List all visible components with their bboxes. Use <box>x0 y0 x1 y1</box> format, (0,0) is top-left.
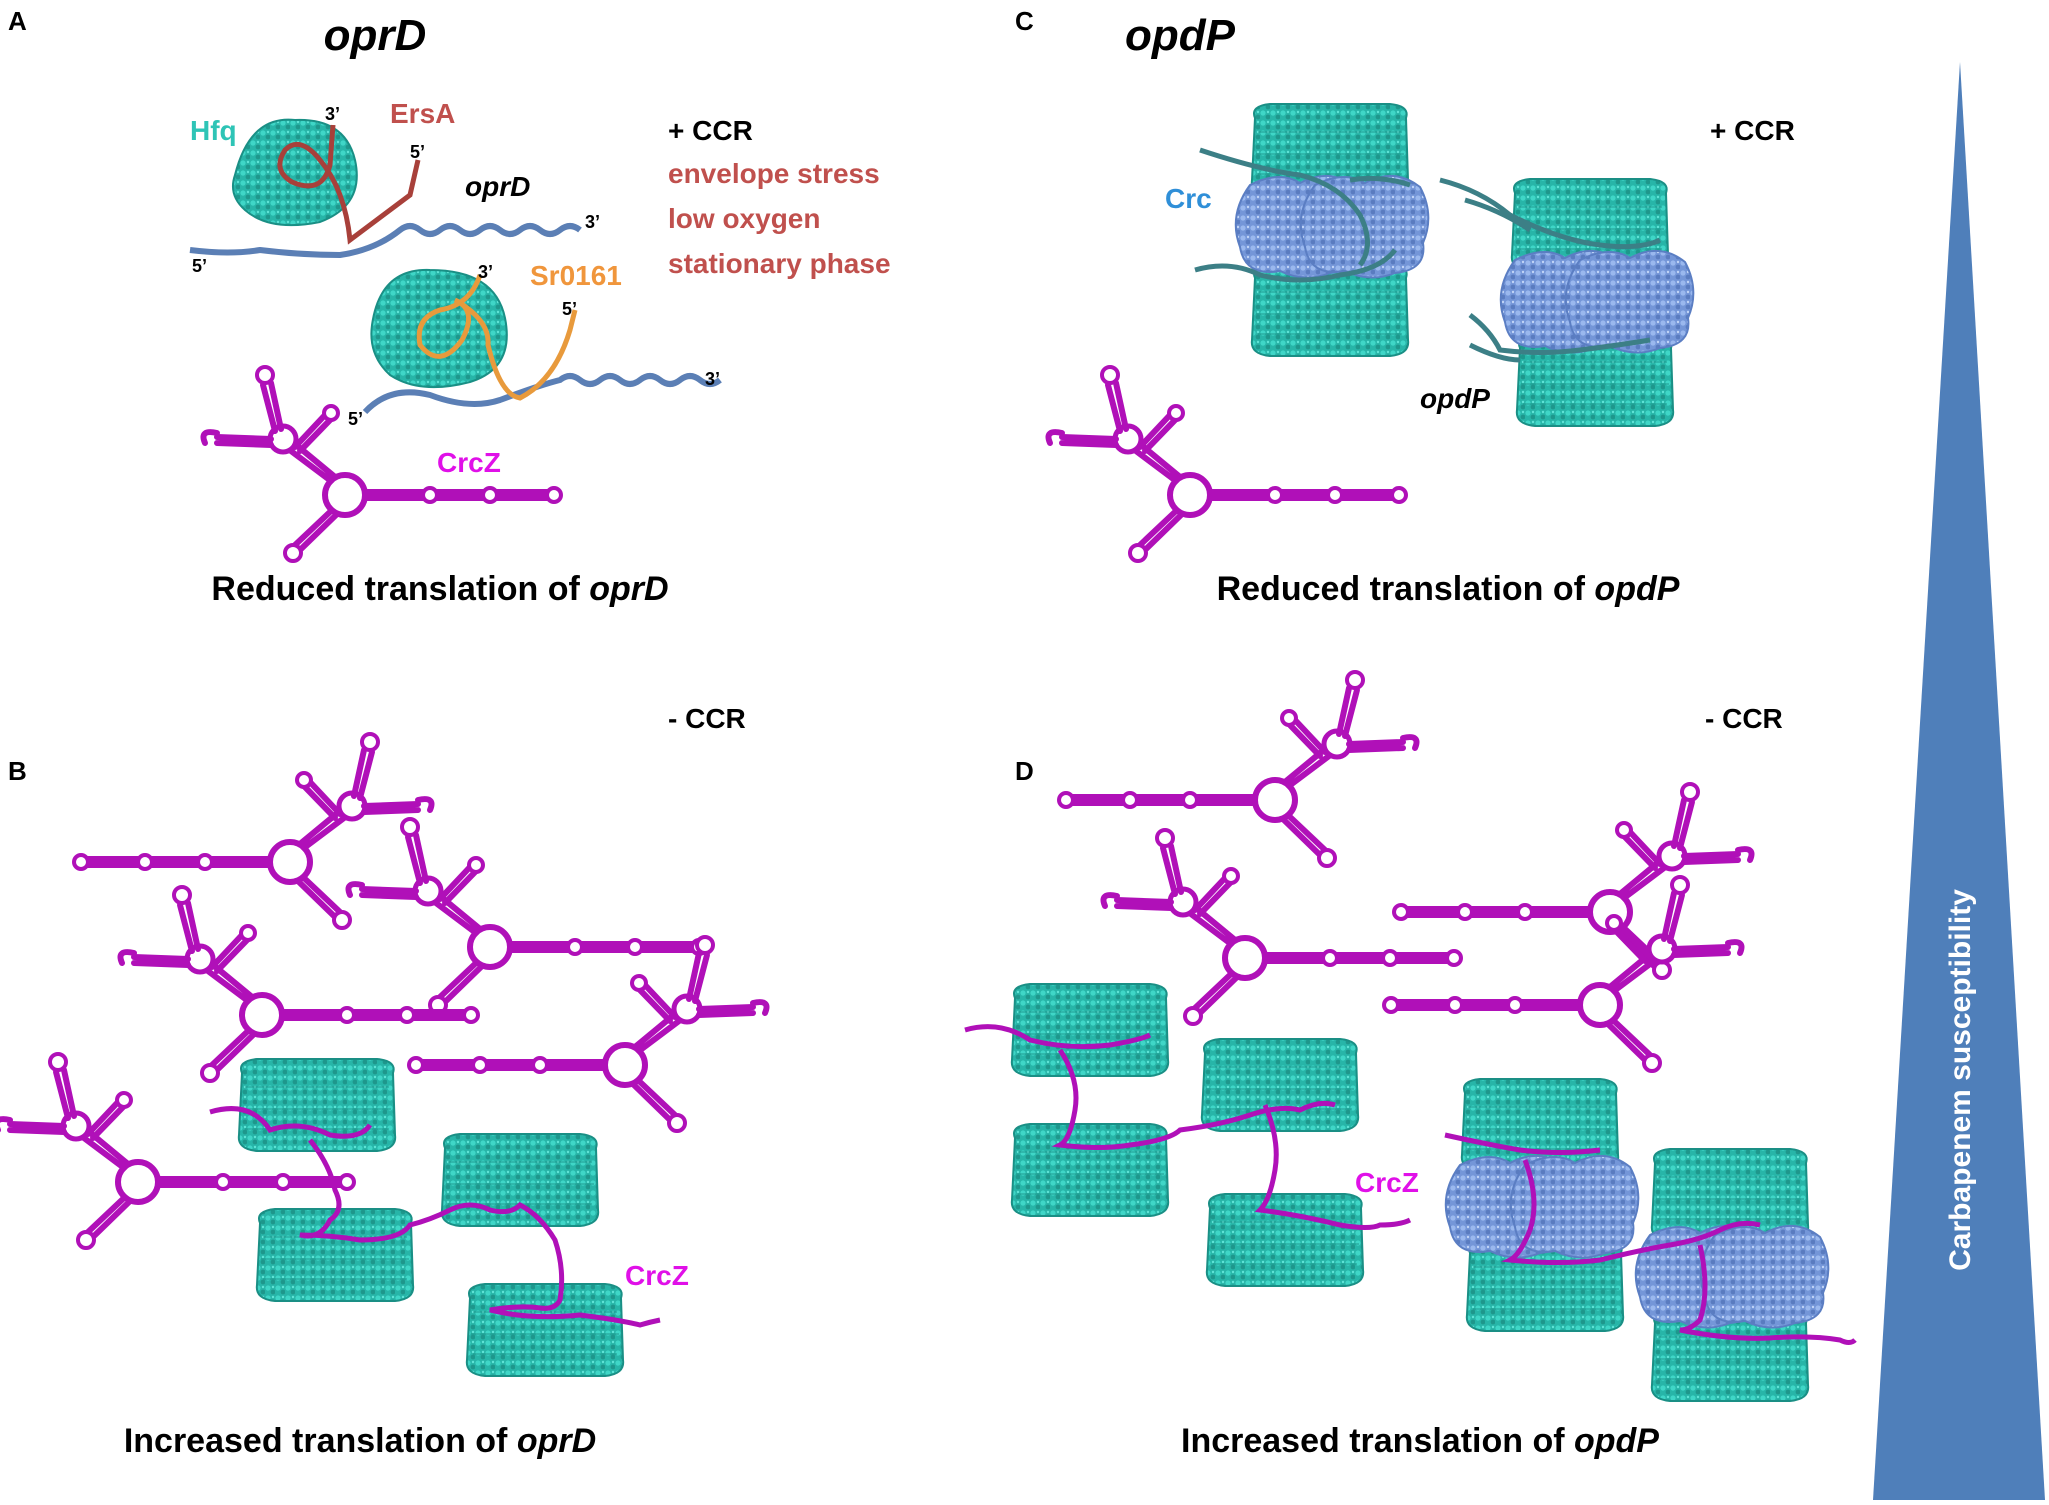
panel-b-caption: Increased translation of oprD <box>124 1422 596 1460</box>
caption-gene: opdP <box>1594 570 1679 608</box>
panel-b-letter: B <box>8 756 27 786</box>
opdp-target-label: opdP <box>1420 383 1490 414</box>
caption-gene: oprD <box>589 570 668 608</box>
oprd-target-label: oprD <box>465 171 530 202</box>
hfq-protein <box>1200 1038 1360 1132</box>
panel-b-crcz-label: CrcZ <box>625 1260 689 1291</box>
crcz-srna-structure <box>121 887 479 1081</box>
crcz-strand <box>1444 1132 1857 1345</box>
ersa-label: ErsA <box>390 98 455 129</box>
panel-c-gene-title: opdP <box>1125 11 1236 60</box>
panel-a-hfq-complex-1 <box>189 118 582 259</box>
crcz-srna-structure <box>409 937 767 1131</box>
panel-d-letter: D <box>1015 756 1034 786</box>
carbapenem-susceptibility-wedge <box>1873 62 2045 1500</box>
mrna-2-5prime-label: 5’ <box>348 409 363 429</box>
sr0161-srna-strand <box>416 274 578 401</box>
hfq-protein <box>237 1058 397 1152</box>
ersa-5prime-label: 5’ <box>410 142 425 162</box>
crc-label: Crc <box>1165 183 1212 214</box>
crcz-srna-structure <box>74 734 432 928</box>
caption-prefix: Increased translation of <box>1181 1422 1574 1460</box>
panel-d-caption: Increased translation of opdP <box>1181 1422 1659 1460</box>
panel-c-caption: Reduced translation of opdP <box>1217 570 1680 608</box>
crc-protein <box>1564 249 1695 354</box>
hfq-protein <box>465 1283 625 1377</box>
hfq-protein <box>440 1133 600 1227</box>
hfq-protein <box>1205 1193 1365 1287</box>
hfq-label: Hfq <box>190 115 237 146</box>
hfq-protein <box>255 1208 415 1302</box>
panel-c-hfq-crc-complex-2 <box>1439 177 1695 427</box>
panel-a-letter: A <box>8 6 27 36</box>
crcz-strand <box>209 1106 661 1328</box>
caption-gene: opdP <box>1574 1422 1659 1460</box>
hfq-protein <box>1010 1123 1170 1217</box>
mrna-1-3prime-label: 3’ <box>585 212 600 232</box>
panel-a-ccr-condition: + CCR <box>668 115 753 146</box>
hfq-protein <box>1010 983 1170 1077</box>
opdp-mrna-strand <box>1439 177 1662 363</box>
crcz-srna-structure <box>349 819 707 1013</box>
sr0161-5prime-label: 5’ <box>562 299 577 319</box>
stress-condition-envelope: envelope stress <box>668 158 880 189</box>
panel-a-caption: Reduced translation of oprD <box>211 570 668 608</box>
hfq-protein <box>370 268 508 389</box>
ersa-srna-strand <box>277 124 421 245</box>
panel-a-gene-title: oprD <box>324 11 427 60</box>
sr0161-3prime-label: 3’ <box>478 262 493 282</box>
stress-condition-oxygen: low oxygen <box>668 203 820 234</box>
opdp-mrna-strand <box>1194 147 1411 283</box>
sr0161-label: Sr0161 <box>530 260 622 291</box>
panel-b-hfq-crcz-assembly <box>209 1058 661 1377</box>
panel-c-hfq-crc-complex-1 <box>1194 103 1430 357</box>
ersa-3prime-label: 3’ <box>325 104 340 124</box>
panel-d-hfq-crcz-assembly <box>964 983 1857 1402</box>
mrna-1-5prime-label: 5’ <box>192 256 207 276</box>
panel-c-ccr-condition: + CCR <box>1710 115 1795 146</box>
panel-c-letter: C <box>1015 6 1034 36</box>
panel-a-hfq-complex-2 <box>362 268 722 415</box>
crc-protein <box>1699 1224 1830 1329</box>
crcz-srna-structure <box>1059 672 1417 866</box>
panel-d-ccr-condition: - CCR <box>1705 703 1783 734</box>
panel-d-crcz-label: CrcZ <box>1355 1167 1419 1198</box>
panel-a-crcz-label: CrcZ <box>437 447 501 478</box>
hfq-protein <box>232 118 358 227</box>
crcz-srna-structure <box>1049 367 1407 561</box>
crcz-strand <box>964 1024 1412 1230</box>
caption-prefix: Reduced translation of <box>1217 570 1595 608</box>
caption-prefix: Increased translation of <box>124 1422 517 1460</box>
oprd-mrna-strand <box>189 223 582 259</box>
panel-b-ccr-condition: - CCR <box>668 703 746 734</box>
oprd-mrna-strand <box>362 373 722 415</box>
stress-condition-stationary: stationary phase <box>668 248 891 279</box>
caption-prefix: Reduced translation of <box>211 570 589 608</box>
mrna-2-3prime-label: 3’ <box>705 369 720 389</box>
carbapenem-susceptibility-label: Carbapenem susceptibility <box>1944 889 1977 1271</box>
caption-gene: oprD <box>517 1422 596 1460</box>
